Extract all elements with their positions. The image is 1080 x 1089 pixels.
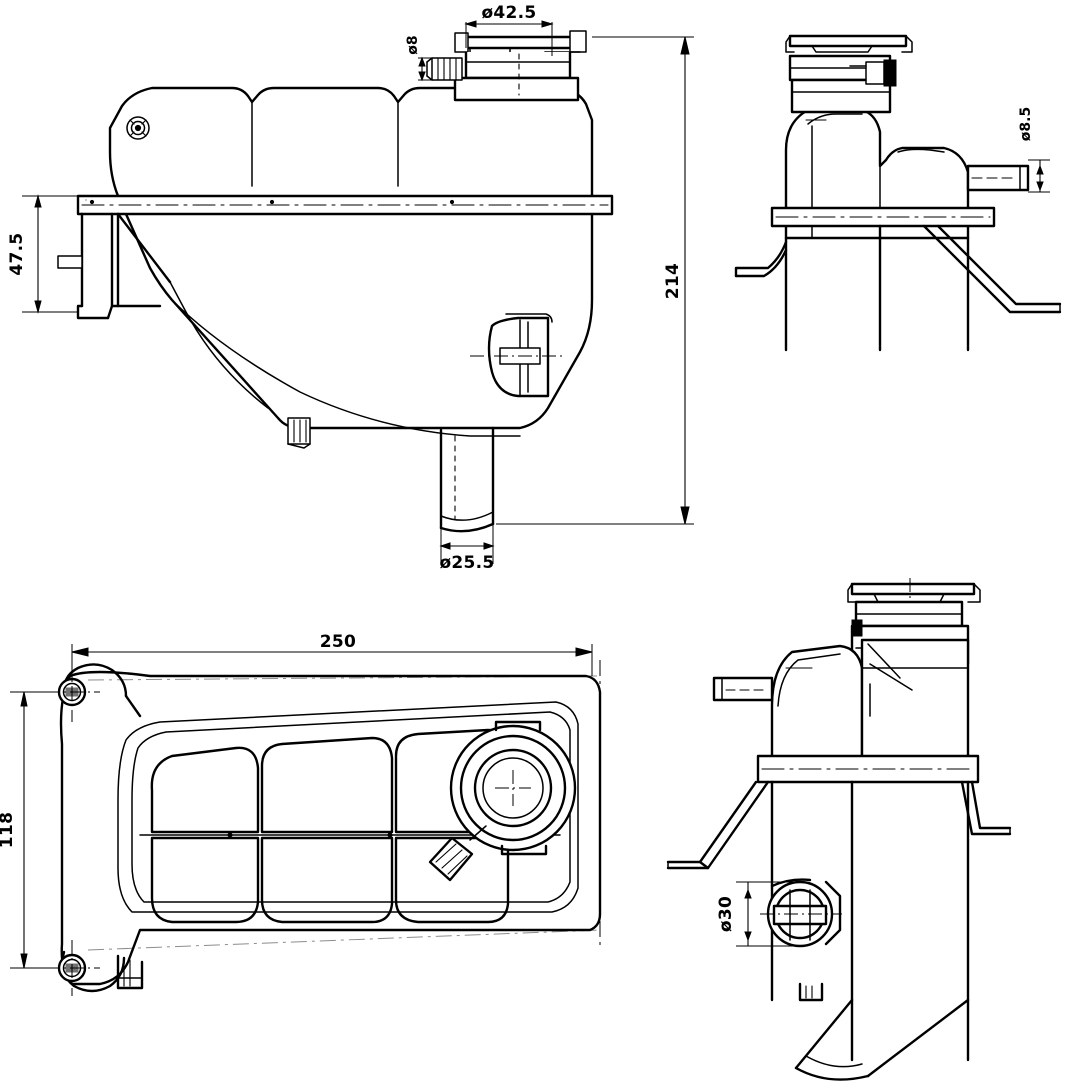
dimension-dia-8: ø8 xyxy=(405,35,434,82)
view-left-end-elevation: ø8.5 xyxy=(734,34,1062,352)
dimension-label-width-118: 118 xyxy=(0,812,17,848)
top-spigot xyxy=(849,59,897,87)
dimension-dia-25-5: ø25.5 xyxy=(439,524,495,573)
dimension-label-dia-30: ø30 xyxy=(716,896,736,932)
mounting-ear-bottom xyxy=(46,940,126,996)
side-port xyxy=(966,164,1030,192)
left-support-bracket xyxy=(57,212,269,409)
dimension-length-250: 250 xyxy=(71,632,593,680)
view-front-elevation: ø42.5 ø8 214 47.5 xyxy=(7,3,694,573)
dimension-label-dia-42-5: ø42.5 xyxy=(481,3,536,23)
dimension-label-dia-8-5: ø8.5 xyxy=(1018,107,1034,141)
sensor-boss-lower xyxy=(760,878,842,948)
dimension-label-height-47-5: 47.5 xyxy=(7,232,27,275)
dimension-dia-30: ø30 xyxy=(716,881,806,947)
dimension-label-height-214: 214 xyxy=(663,263,683,299)
dimension-label-dia-8: ø8 xyxy=(405,35,421,54)
lower-left-spigot xyxy=(287,417,311,449)
side-port-lower xyxy=(712,676,774,702)
level-sensor-boss xyxy=(470,313,566,398)
dimension-label-length-250: 250 xyxy=(320,632,356,652)
filler-cap-plan xyxy=(449,720,577,856)
mounting-rail xyxy=(76,194,614,216)
dimension-dia-42-5: ø42.5 xyxy=(464,3,554,56)
grommet-boss xyxy=(126,116,150,140)
dimension-height-47-5: 47.5 xyxy=(7,194,80,314)
outlet-pipe xyxy=(439,426,495,533)
filler-cap-assembly xyxy=(453,30,587,102)
dimension-label-dia-25-5: ø25.5 xyxy=(439,553,494,573)
dimension-dia-8-5: ø8.5 xyxy=(1018,107,1050,193)
dimension-width-118: 118 xyxy=(0,691,60,969)
dimension-height-214: 214 xyxy=(496,36,694,525)
view-plan: 250 118 xyxy=(0,632,602,996)
view-right-end-elevation: ø30 xyxy=(666,578,1012,1081)
bleed-spigot xyxy=(426,57,463,81)
outlet-elbow-lower xyxy=(794,998,970,1081)
bleed-spigot-plan xyxy=(428,825,487,882)
outlet-pipe-plan xyxy=(116,954,144,990)
